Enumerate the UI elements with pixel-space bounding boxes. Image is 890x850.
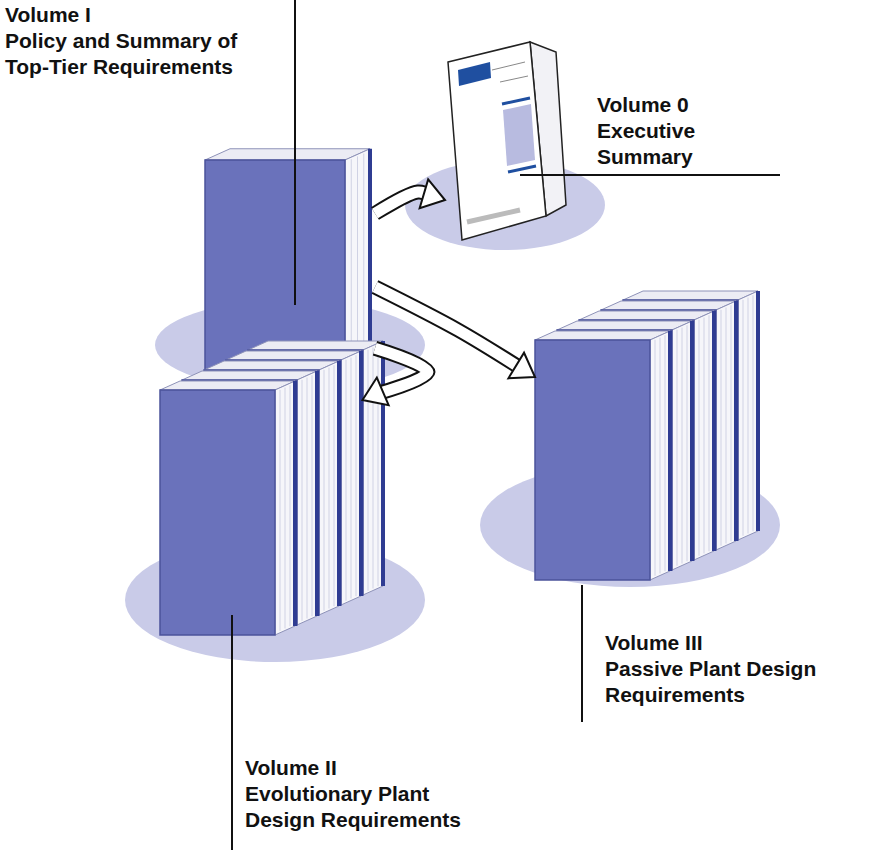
volume-title: Executive Summary bbox=[597, 118, 747, 170]
leader-lines bbox=[232, 0, 780, 850]
executive-summary-booklet bbox=[448, 42, 566, 240]
flow-arrow bbox=[375, 287, 535, 378]
volume-node: Volume IIEvolutionary Plant Design Requi… bbox=[160, 400, 385, 635]
arrow-head bbox=[420, 179, 445, 208]
volume-title: Evolutionary Plant Design Requirements bbox=[245, 781, 480, 833]
volume-node: Volume IPolicy and Summary of Top-Tier R… bbox=[205, 140, 375, 385]
volume-number: Volume III bbox=[605, 630, 840, 656]
book bbox=[160, 381, 295, 635]
volume-number: Volume I bbox=[5, 2, 240, 28]
volume-number: Volume 0 bbox=[597, 92, 747, 118]
book-illustrations bbox=[160, 149, 758, 635]
arrow-body bbox=[375, 348, 428, 393]
volume-label: Volume IPolicy and Summary of Top-Tier R… bbox=[5, 2, 240, 80]
volume-label: Volume IIIPassive Plant Design Requireme… bbox=[605, 630, 840, 708]
arrow-outline bbox=[375, 348, 428, 393]
flow-arrow bbox=[375, 179, 445, 213]
volume-node: Volume 0Executive Summary bbox=[445, 40, 570, 240]
arrow-head bbox=[363, 378, 389, 406]
flow-arrow bbox=[363, 348, 429, 405]
volume-node: Volume IIIPassive Plant Design Requireme… bbox=[535, 290, 763, 580]
volume-label: Volume 0Executive Summary bbox=[597, 92, 747, 170]
volume-label: Volume IIEvolutionary Plant Design Requi… bbox=[245, 755, 480, 833]
volume-title: Passive Plant Design Requirements bbox=[605, 656, 840, 708]
volume-title: Policy and Summary of Top-Tier Requireme… bbox=[5, 28, 240, 80]
arrow-head bbox=[508, 353, 535, 379]
volume-number: Volume II bbox=[245, 755, 480, 781]
book bbox=[535, 331, 670, 580]
